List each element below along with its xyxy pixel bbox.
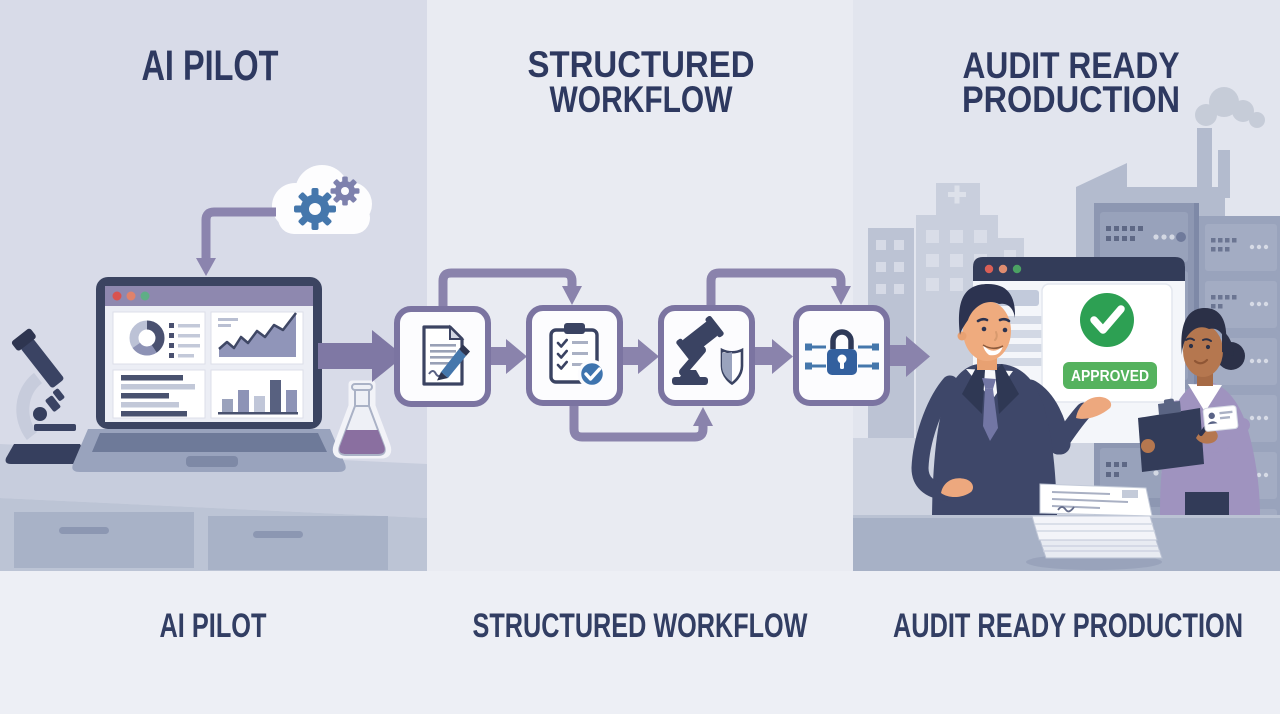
microscope-icon — [5, 328, 89, 464]
businessman — [911, 284, 1112, 515]
arrow-cloud-to-laptop — [196, 207, 276, 276]
approved-badge — [1063, 362, 1157, 389]
ai-pilot-scene — [0, 165, 427, 571]
man-hand — [1076, 396, 1112, 419]
label-structured-workflow: STRUCTURED WORKFLOW — [473, 607, 809, 645]
browser-dot-green — [1012, 264, 1022, 274]
secure-lock-circuit-icon — [805, 329, 879, 375]
label-audit-ready: AUDIT READY PRODUCTION — [893, 607, 1243, 645]
man-hand-hip — [941, 478, 973, 498]
elbow-arrow-1 — [438, 268, 577, 310]
papers-stack — [1026, 483, 1163, 570]
title-structured: STRUCTURED — [528, 44, 755, 85]
gear-icon — [294, 188, 336, 230]
browser-dot-red — [984, 264, 994, 274]
arrow-step1-step2 — [489, 339, 527, 374]
drawer-handle — [253, 531, 303, 538]
flask-icon — [332, 380, 392, 459]
browser-window: APPROVED — [973, 257, 1185, 443]
arrow-step2-step3 — [621, 339, 659, 374]
title-workflow: WORKFLOW — [550, 79, 733, 120]
laptop-keyboard — [92, 433, 327, 452]
browser-dot-orange — [998, 264, 1008, 274]
legal-gavel-shield-icon — [672, 316, 744, 386]
browser-titlebar — [973, 257, 1185, 281]
window-dot-orange — [126, 291, 136, 301]
workflow-diagram — [394, 268, 930, 442]
gear-icon-small — [330, 176, 360, 206]
window-dot-red — [112, 291, 122, 301]
bar-chart-tile — [210, 369, 304, 419]
elbow-arrow-2 — [706, 268, 846, 310]
window-dot-green — [140, 291, 150, 301]
hbar-list-tile — [112, 369, 206, 419]
man-hair — [959, 284, 1016, 335]
laptop-trackpad — [186, 456, 238, 467]
id-badge — [1202, 405, 1239, 432]
arrow-workflow-to-production — [888, 336, 930, 377]
laptop-titlebar — [105, 286, 313, 306]
label-ai-pilot: AI PILOT — [160, 607, 267, 645]
clipboard — [1138, 398, 1204, 472]
checklist-approval-icon — [549, 323, 607, 389]
cloud-ai-icon — [272, 165, 372, 234]
arrow-pilot-to-workflow — [318, 330, 404, 382]
approval-card: APPROVED — [1041, 283, 1173, 403]
donut-chart-tile — [112, 311, 206, 365]
bottom-strip — [0, 571, 1280, 714]
drawer-handle — [59, 527, 109, 534]
title-ai-pilot: AI PILOT — [142, 42, 279, 90]
line-chart-tile — [210, 311, 304, 365]
man-face — [963, 301, 1011, 361]
woman-hair — [1181, 308, 1227, 355]
title-audit-ready: AUDIT READY — [963, 45, 1180, 86]
title-production: PRODUCTION — [962, 79, 1180, 120]
document-signing-icon — [422, 324, 470, 386]
drawer — [14, 512, 194, 568]
auditor-woman — [1138, 308, 1260, 516]
man-tie — [982, 378, 996, 389]
check-badge — [577, 359, 607, 389]
elbow-arrow-bottom — [569, 403, 708, 442]
laptop — [72, 277, 346, 472]
drawer — [208, 516, 388, 570]
audit-scene: APPROVED — [853, 87, 1280, 573]
woman-face — [1183, 325, 1223, 377]
arrow-step3-step4 — [755, 339, 793, 374]
approved-badge-text: APPROVED — [1071, 368, 1149, 385]
